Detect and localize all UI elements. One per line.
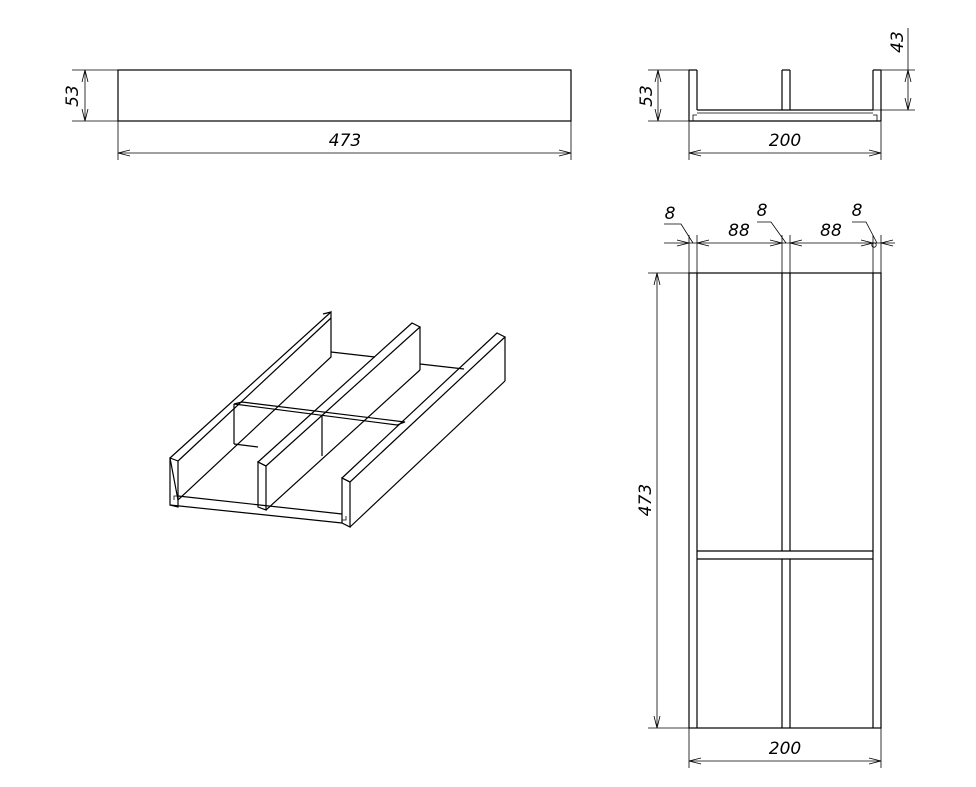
plan-compartment-left-label: 88	[728, 221, 750, 241]
iso-middle-divider	[256, 322, 422, 467]
plan-length-label: 473	[636, 484, 656, 516]
plan-compartment-right-label: 88	[820, 221, 842, 241]
plan-thickness-left-label: 8	[665, 204, 676, 224]
side-inner-height-label: 43	[888, 31, 908, 53]
front-view: 53 473	[63, 69, 572, 160]
isometric-view	[169, 310, 507, 528]
side-height-label: 53	[637, 85, 657, 107]
plan-thickness-mid-label: 8	[757, 201, 768, 221]
side-view: 53 43 200	[637, 28, 915, 160]
front-view-outline	[117, 69, 572, 122]
plan-view-outline	[688, 272, 882, 729]
iso-floor-front-edge	[169, 504, 343, 524]
plan-view: 8 8 8 88 88 473 200	[636, 201, 895, 768]
front-length-label: 473	[329, 131, 361, 151]
iso-cross-divider	[233, 401, 406, 426]
plan-thickness-right-label: 8	[852, 201, 863, 221]
iso-right-wall	[340, 332, 507, 483]
iso-left-wall-top	[169, 310, 332, 502]
plan-width-label: 200	[769, 739, 801, 759]
side-width-label: 200	[769, 131, 801, 151]
front-height-label: 53	[63, 85, 83, 107]
